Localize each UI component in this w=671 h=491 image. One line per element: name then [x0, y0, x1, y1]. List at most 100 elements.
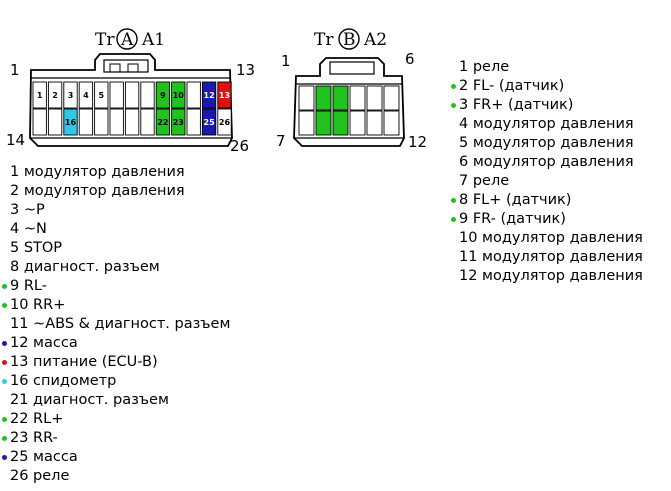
connector-a1-legend-text: 16 спидометр: [10, 373, 117, 389]
connector-a2-pin-label-top-right: 6: [405, 50, 415, 68]
connector-a2-legend-item: 5 модулятор давления: [459, 134, 643, 153]
connector-a1-cavity-number: 3: [68, 91, 74, 100]
connector-a1-cavity: [186, 108, 201, 136]
connector-a1-cavity-number: 26: [219, 118, 231, 127]
connector-a1-legend-item: 26 реле: [10, 467, 230, 486]
connector-a1-circle-letter: A: [120, 30, 134, 50]
connector-a1-cavity-number: 23: [173, 118, 184, 127]
connector-a1-legend-text: 22 RL+: [10, 411, 64, 427]
connector-a1-cavity: [94, 81, 109, 109]
pin-color-dot-icon: [2, 284, 7, 289]
connector-a1-cavity: [78, 81, 94, 109]
connector-a1-legend-item: 2 модулятор давления: [10, 182, 230, 201]
connector-a1-cavity-number: 5: [99, 91, 105, 100]
connector-a2-legend-text: 12 модулятор давления: [459, 268, 643, 284]
pin-color-dot-icon: [451, 198, 456, 203]
connector-a2-cavity: [383, 85, 400, 111]
connector-a2-pin-label-bottom-left: 7: [276, 132, 286, 150]
connector-a1-prefix: Tr: [95, 30, 115, 50]
pin-color-dot-icon: [2, 455, 7, 460]
connector-a1-legend-text: 1 модулятор давления: [10, 164, 185, 180]
connector-a1-cavity: [47, 81, 63, 109]
connector-a1-legend-item: 8 диагност. разъем: [10, 258, 230, 277]
connector-a2-cavity: [298, 85, 315, 111]
pin-color-dot-icon: [451, 217, 456, 222]
connector-a2-legend-item: 11 модулятор давления: [459, 248, 643, 267]
connector-a1-legend-item: 23 RR-: [2, 429, 230, 448]
connector-a2-legend-item: 6 модулятор давления: [459, 153, 643, 172]
connector-a1-cavity-number: 16: [65, 118, 77, 127]
connector-a1-cavity: [109, 108, 124, 136]
connector-a1-pin-label-bottom-right: 26: [230, 137, 249, 155]
connector-a2-legend-item: 3 FR+ (датчик): [451, 96, 643, 115]
connector-a1-cavity: [109, 81, 124, 109]
connector-a1-legend-item: 9 RL-: [2, 277, 230, 296]
connector-a1-cavity: [201, 108, 217, 136]
connector-a1-legend-text: 13 питание (ECU-B): [10, 354, 158, 370]
connector-a2-legend-item: 9 FR- (датчик): [451, 210, 643, 229]
connector-a1-header: Tr A A1: [95, 28, 165, 50]
connector-a1-cavity: [155, 81, 171, 109]
connector-a1-cavity: [155, 108, 171, 136]
pin-color-dot-icon: [451, 103, 456, 108]
connector-a1-cavity: [124, 108, 140, 136]
pin-color-dot-icon: [2, 417, 7, 422]
connector-a1-legend-text: 3 ~P: [10, 202, 45, 218]
connector-a1-cavity-number: 2: [52, 91, 58, 100]
connector-a1-pin-label-top-right: 13: [236, 61, 255, 79]
connector-a1-legend-text: 21 диагност. разъем: [10, 392, 169, 408]
connector-a2-cavity: [332, 85, 349, 111]
connector-a1-legend-text: 2 модулятор давления: [10, 183, 185, 199]
connector-a1-circle: [116, 28, 138, 50]
connector-a2-legend-item: 2 FL- (датчик): [451, 77, 643, 96]
connector-a2-suffix: A2: [363, 30, 387, 50]
connector-a1-pin-label-top-left: 1: [10, 61, 20, 79]
connector-a1-cavity: [47, 108, 63, 136]
connector-a2-legend-text: 10 модулятор давления: [459, 230, 643, 246]
connector-a2-circle-letter: B: [343, 30, 356, 50]
connector-a1-suffix: A1: [141, 30, 165, 50]
pin-color-dot-icon: [2, 436, 7, 441]
connector-a1-legend-text: 25 масса: [10, 449, 78, 465]
connector-a1-legend-item: 4 ~N: [10, 220, 230, 239]
connector-a1-cavity: [78, 108, 94, 136]
connector-a1-cavity: [140, 81, 155, 109]
connector-a2-legend-item: 10 модулятор давления: [459, 229, 643, 248]
connector-a1-cavity-number: 22: [157, 118, 168, 127]
connector-a2-legend-item: 7 реле: [459, 172, 643, 191]
connector-a2-cavity: [349, 85, 366, 111]
connector-a1-cavity-number: 10: [173, 91, 185, 100]
connector-a1-cavity-number: 25: [204, 118, 216, 127]
connector-a2-top-row: [298, 85, 400, 111]
connector-a1-pin-legend: 1 модулятор давления 2 модулятор давления…: [2, 163, 230, 486]
pin-color-dot-icon: [451, 84, 456, 89]
connector-a2-legend-item: 12 модулятор давления: [459, 267, 643, 286]
connector-a1-legend-item: 22 RL+: [2, 410, 230, 429]
connector-a2-prefix: Tr: [314, 30, 334, 50]
connector-a2-pin-label-bottom-right: 12: [408, 133, 427, 151]
connector-a2-legend-text: 2 FL- (датчик): [459, 78, 565, 94]
connector-a1-legend-text: 23 RR-: [10, 430, 58, 446]
connector-a2-legend-text: 6 модулятор давления: [459, 154, 634, 170]
connector-a1-cavity: [63, 108, 78, 136]
connector-a1-legend-item: 5 STOP: [10, 239, 230, 258]
connector-a2-legend-text: 11 модулятор давления: [459, 249, 643, 265]
connector-a1-cavity: [171, 81, 186, 109]
connector-a2-cavity: [366, 110, 383, 136]
connector-a1-legend-item: 13 питание (ECU-B): [2, 353, 230, 372]
connector-a2-legend-text: 5 модулятор давления: [459, 135, 634, 151]
connector-a1-legend-text: 26 реле: [10, 468, 70, 484]
connector-a2-cavity: [315, 85, 332, 111]
connector-a1-cavity: [124, 81, 140, 109]
connector-a1-legend-item: 12 масса: [2, 334, 230, 353]
pin-color-dot-icon: [2, 341, 7, 346]
connector-a1-cavity-number: 12: [204, 91, 215, 100]
connector-a1-legend-item: 21 диагност. разъем: [10, 391, 230, 410]
connector-a1-legend-text: 12 масса: [10, 335, 78, 351]
connector-a1-legend-text: 4 ~N: [10, 221, 47, 237]
connector-a1-cavity-number: 4: [83, 91, 89, 100]
connector-a2-legend-text: 4 модулятор давления: [459, 116, 634, 132]
connector-a2-circle: [338, 28, 360, 50]
